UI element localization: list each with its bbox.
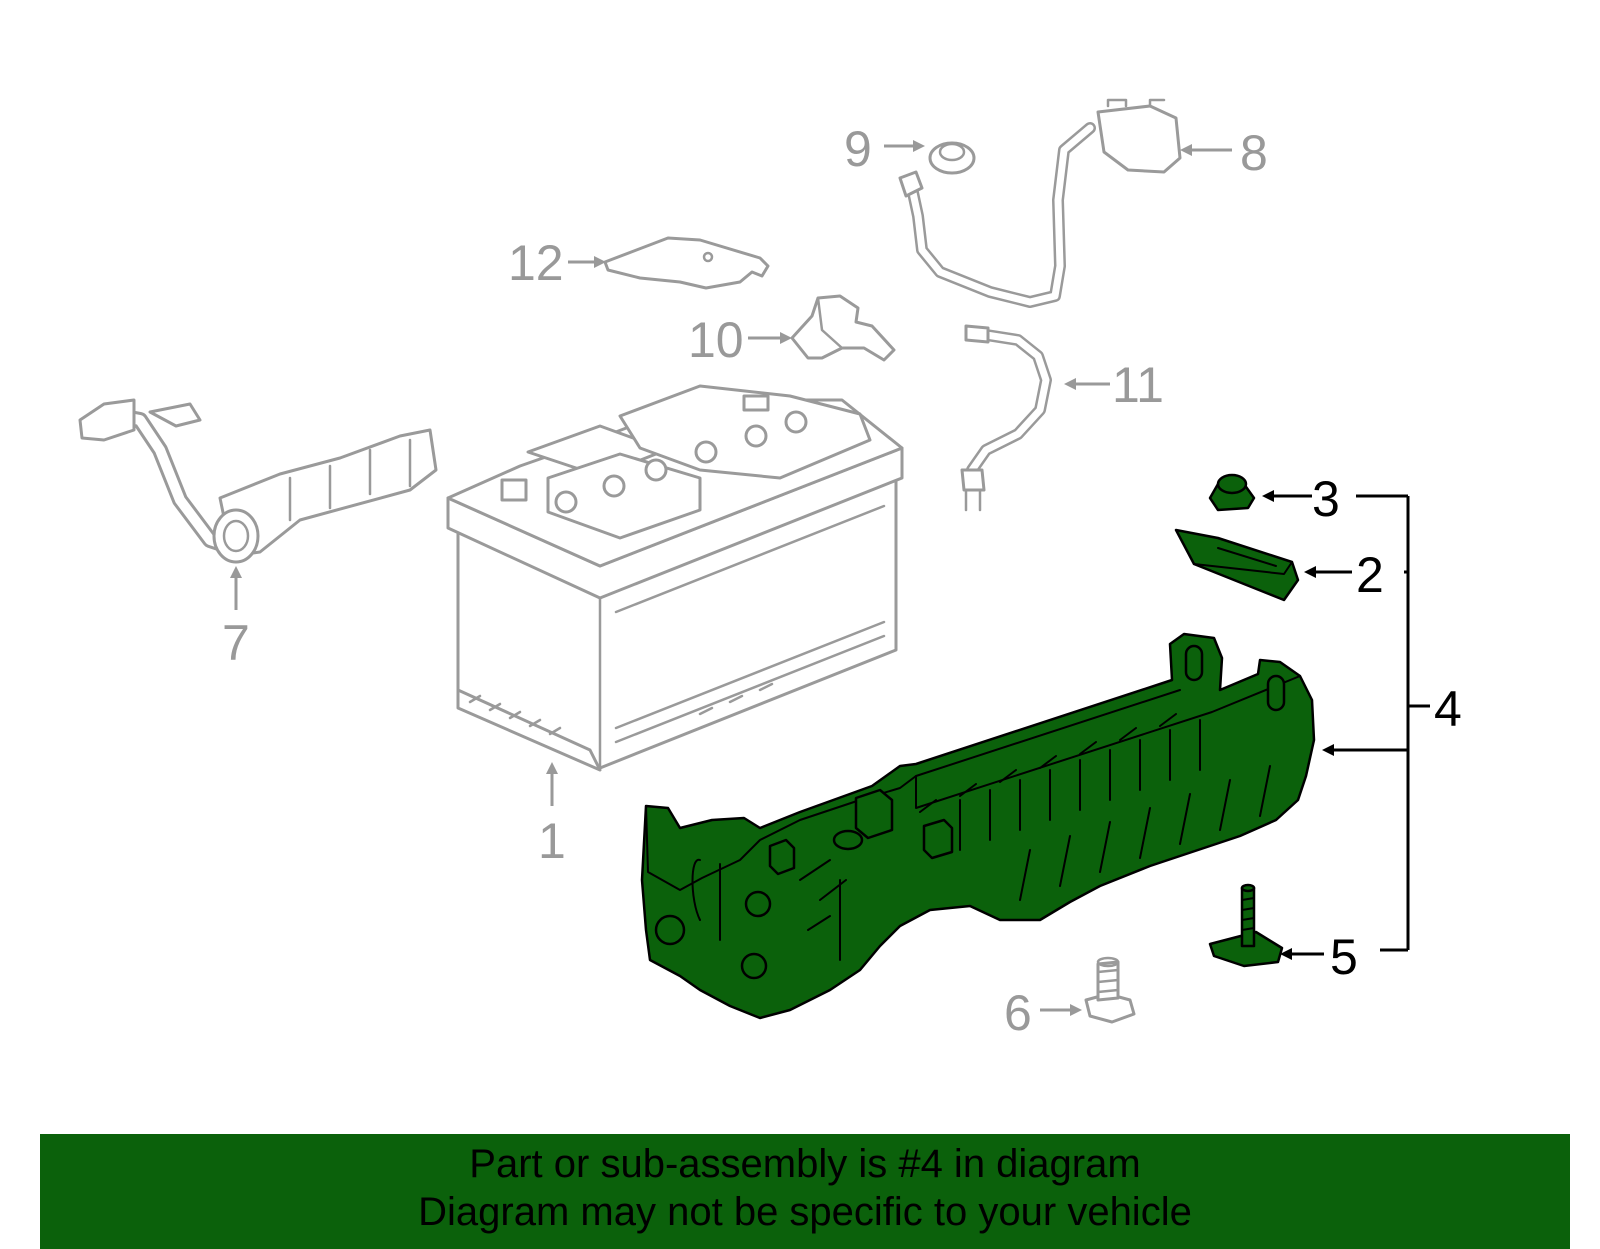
callout-5[interactable]: 5: [1330, 929, 1358, 985]
leader-3: [1262, 490, 1312, 502]
part-8-positive-cable[interactable]: [898, 98, 1182, 308]
part-9-nut[interactable]: [928, 141, 976, 175]
callout-7[interactable]: 7: [222, 615, 250, 671]
banner-line-2: Diagram may not be specific to your vehi…: [418, 1190, 1192, 1234]
callout-3[interactable]: 3: [1312, 471, 1340, 527]
callout-8[interactable]: 8: [1240, 125, 1268, 181]
part-10-terminal-cover[interactable]: [790, 294, 896, 362]
callout-9[interactable]: 9: [844, 121, 872, 177]
leader-4: [1322, 494, 1430, 952]
leader-8: [1180, 144, 1232, 156]
leader-2: [1304, 566, 1352, 578]
leader-10: [748, 332, 792, 344]
part-1-battery[interactable]: [446, 384, 904, 772]
callout-10[interactable]: 10: [688, 312, 744, 368]
leader-11: [1064, 378, 1110, 390]
leader-5: [1280, 948, 1324, 960]
part-11-ground-cable[interactable]: [960, 324, 1052, 512]
leader-12: [568, 256, 606, 268]
part-2-hold-down[interactable]: [1174, 528, 1300, 602]
callout-4[interactable]: 4: [1434, 681, 1462, 737]
part-12-cover[interactable]: [603, 236, 770, 290]
part-5-stud-bolt[interactable]: [1208, 883, 1284, 968]
banner-line-1: Part or sub-assembly is #4 in diagram: [469, 1142, 1141, 1186]
callout-11[interactable]: 11: [1112, 357, 1164, 413]
callout-1[interactable]: 1: [538, 813, 566, 869]
callout-12[interactable]: 12: [508, 235, 564, 291]
part-3-nut[interactable]: [1208, 473, 1256, 512]
part-7-cable-assembly[interactable]: [78, 398, 438, 564]
callout-2[interactable]: 2: [1356, 547, 1384, 603]
info-banner: Part or sub-assembly is #4 in diagram Di…: [40, 1134, 1570, 1249]
leader-9: [884, 140, 925, 152]
part-4-battery-tray[interactable]: [640, 632, 1316, 1020]
callout-6[interactable]: 6: [1004, 985, 1032, 1041]
leader-6: [1040, 1004, 1082, 1016]
leader-7: [230, 566, 242, 610]
part-6-bolt[interactable]: [1084, 956, 1136, 1024]
leader-1: [546, 762, 558, 806]
